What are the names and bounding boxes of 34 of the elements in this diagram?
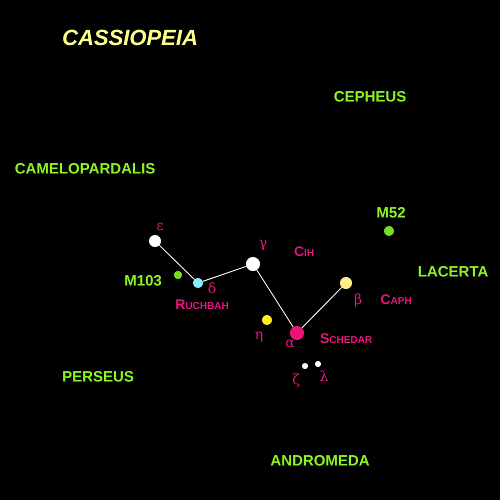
star-name: Schedar: [320, 330, 372, 346]
star-dot: [246, 257, 260, 271]
star-letter: β: [354, 292, 362, 308]
star-dot: [149, 235, 161, 247]
star-dot: [302, 363, 308, 369]
star-dot: [290, 326, 304, 340]
star-dot: [315, 361, 321, 367]
constellation-name: ANDROMEDA: [270, 452, 370, 470]
constellation-line: [301, 286, 342, 328]
chart-title: CASSIOPEIA: [62, 25, 198, 51]
constellation-name: PERSEUS: [62, 368, 134, 386]
star-name: Cih: [294, 243, 314, 259]
constellation-name: CEPHEUS: [334, 88, 406, 106]
star-dot: [262, 315, 272, 325]
star-name: Ruchbah: [175, 296, 229, 312]
cluster-dot: [174, 271, 182, 279]
constellation-line: [256, 269, 294, 328]
star-letter: ζ: [292, 372, 300, 388]
constellation-line: [202, 266, 247, 282]
star-letter: η: [254, 327, 264, 343]
star-letter: α: [285, 335, 295, 351]
constellation-name: LACERTA: [418, 264, 488, 280]
star-letter: ε: [156, 218, 164, 234]
star-letter: δ: [208, 281, 216, 297]
cluster-dot: [384, 226, 394, 236]
star-name: Caph: [380, 291, 412, 307]
cluster-label: M103: [124, 272, 162, 290]
star-dot: [340, 277, 352, 289]
constellation-name: CAMELOPARDALIS: [14, 160, 156, 178]
cluster-label: M52: [376, 204, 406, 222]
star-letter: γ: [258, 235, 268, 251]
constellation-line: [158, 244, 195, 280]
star-dot: [193, 278, 203, 288]
star-letter: λ: [320, 369, 328, 385]
